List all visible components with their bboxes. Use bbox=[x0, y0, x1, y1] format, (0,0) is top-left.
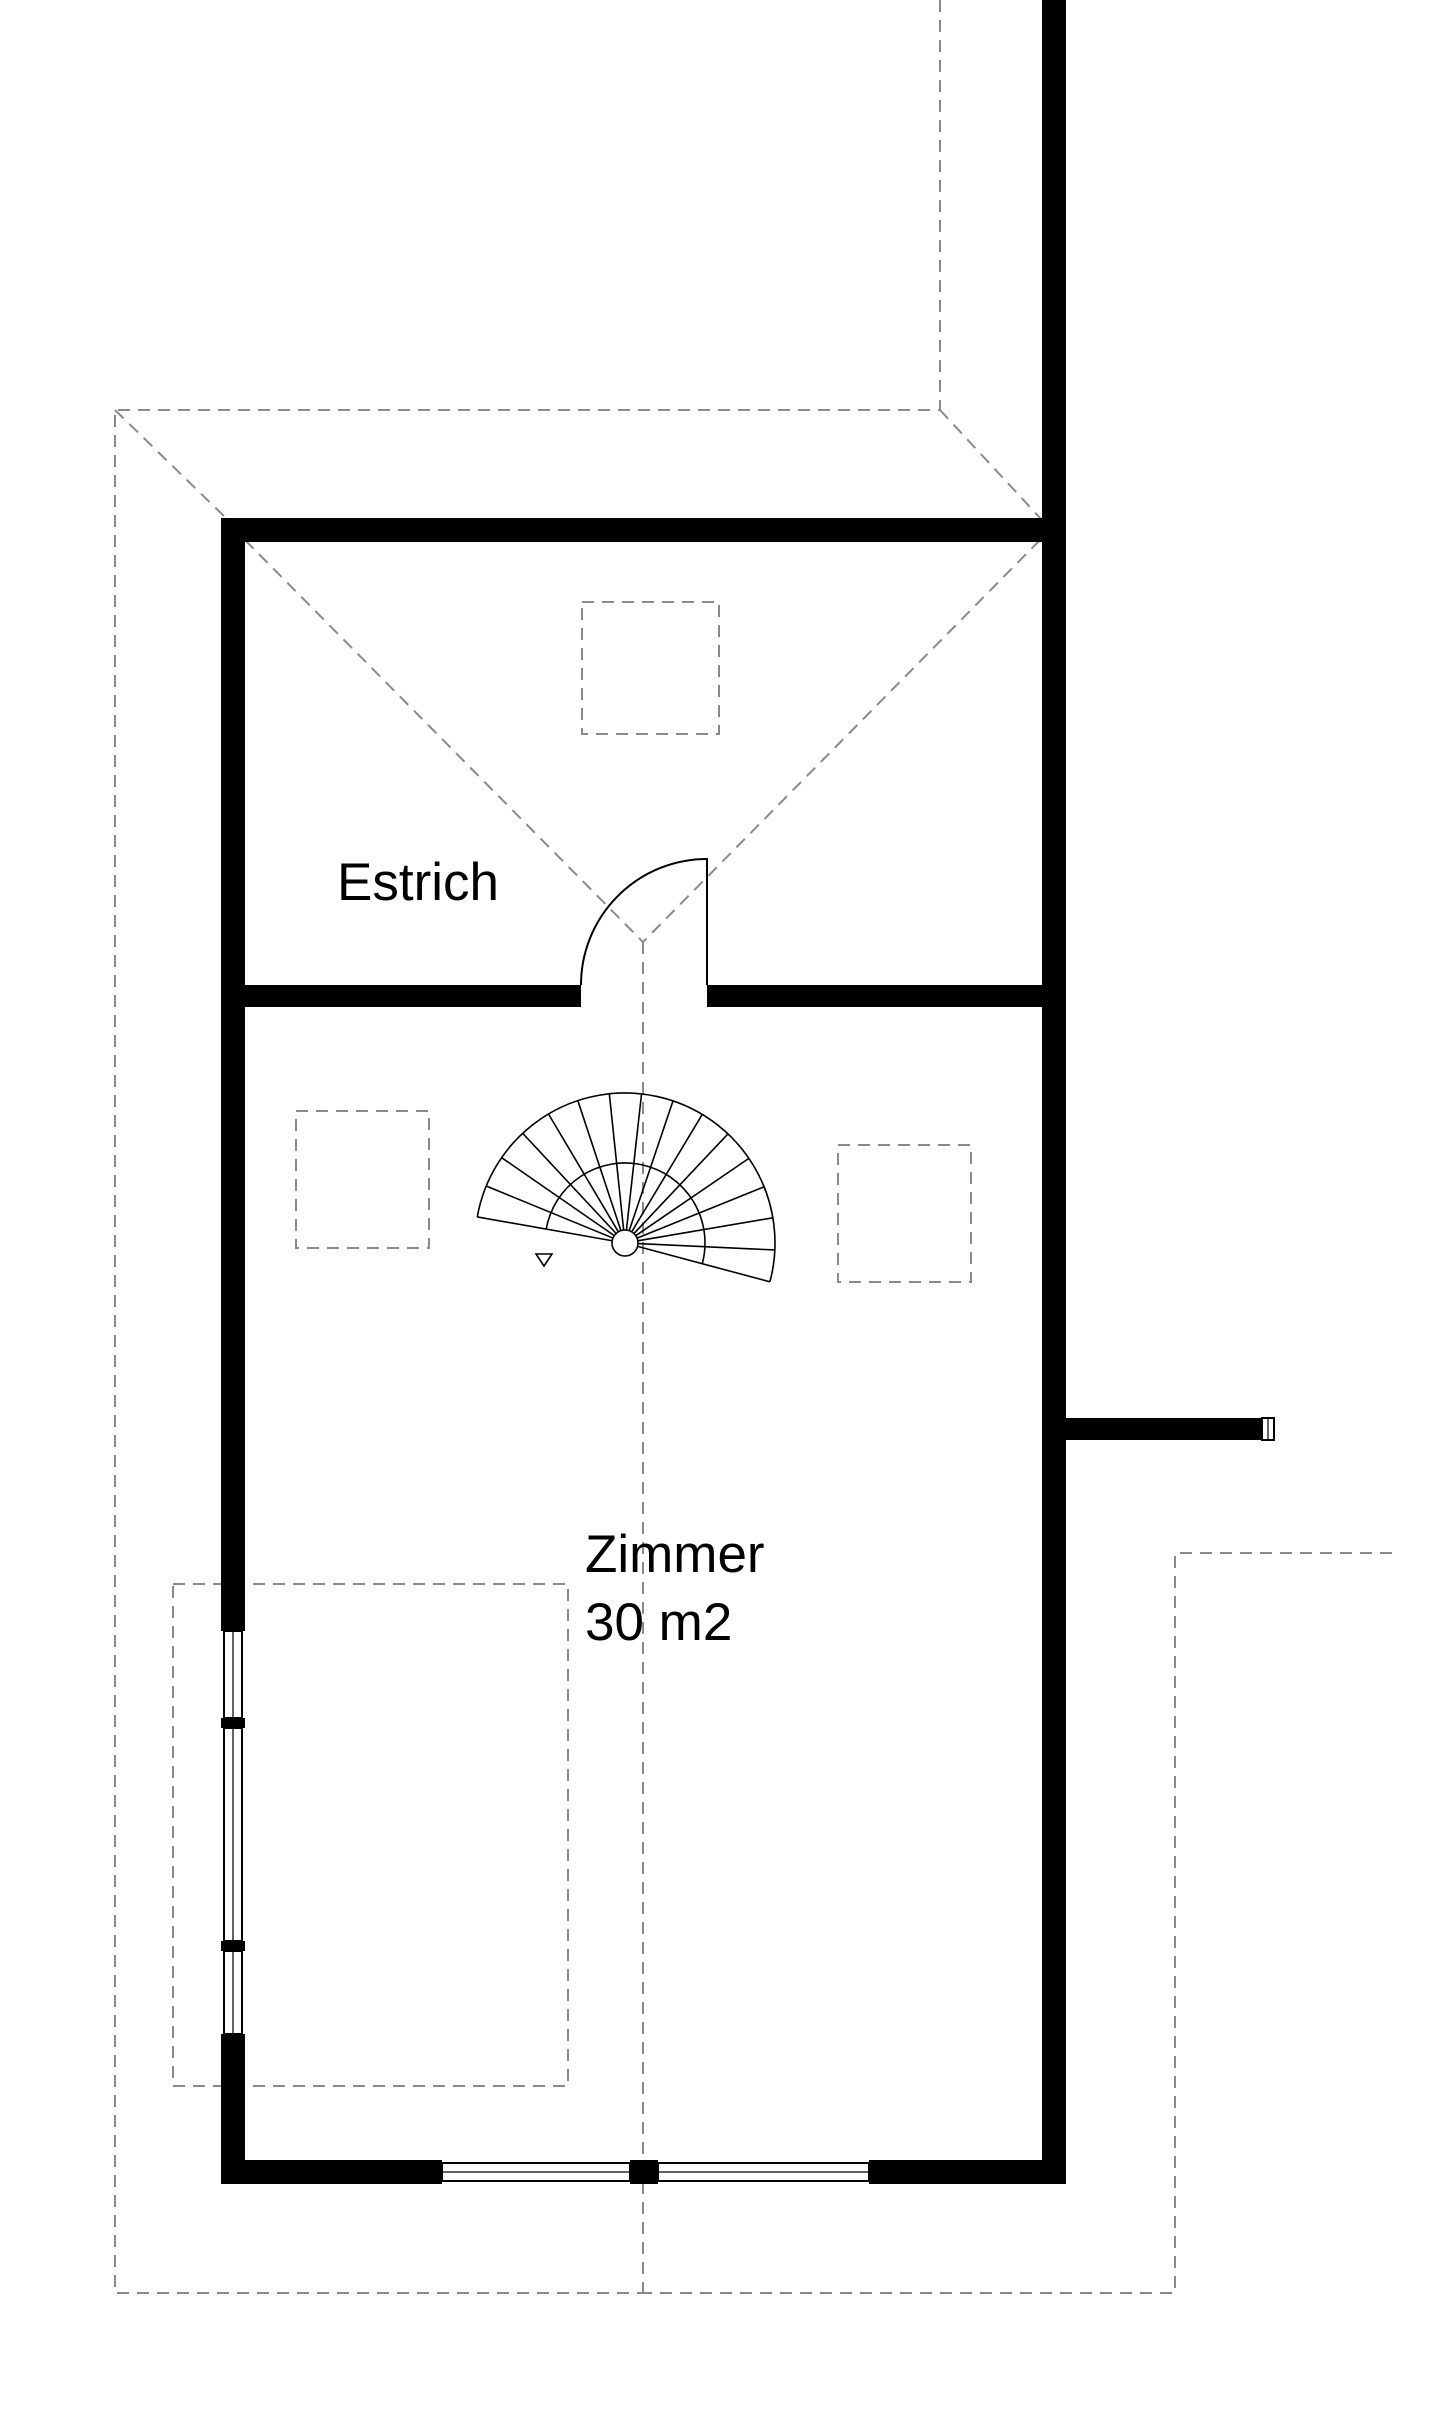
wall-bottom-left bbox=[221, 2160, 442, 2184]
roof-outline bbox=[114, 0, 1400, 2294]
stair-outer-arc bbox=[476, 1092, 776, 1283]
wall-bottom-mullion bbox=[630, 2160, 658, 2184]
wall-left-lower bbox=[221, 2034, 245, 2184]
stair-tread bbox=[631, 1114, 703, 1233]
roof-hip-line-left-corner bbox=[114, 409, 229, 521]
stair-tread bbox=[636, 1186, 765, 1239]
stair-tread bbox=[635, 1157, 750, 1237]
wall-partition-right bbox=[707, 985, 1066, 1007]
door-swing-arc bbox=[580, 858, 708, 986]
door-attic bbox=[580, 858, 708, 986]
wall-left-between-windows-1 bbox=[221, 1718, 245, 1728]
stair-tread bbox=[637, 1242, 775, 1251]
wall-right bbox=[1042, 518, 1066, 2184]
skylight-room-right bbox=[837, 1144, 972, 1283]
window-stub-end bbox=[1261, 1417, 1275, 1441]
stair-tread bbox=[637, 1245, 771, 1283]
window-left-3 bbox=[223, 1950, 243, 2035]
stair-tread bbox=[637, 1217, 774, 1242]
roof-hip-line-right bbox=[642, 539, 1041, 943]
wall-top bbox=[221, 518, 1066, 542]
wall-stub-exterior bbox=[1066, 1418, 1271, 1440]
stair-handrail-arc bbox=[545, 1162, 706, 1264]
windows bbox=[223, 1417, 1275, 2182]
stair-tread bbox=[547, 1113, 620, 1233]
window-left-1 bbox=[223, 1630, 243, 1719]
skylights bbox=[172, 601, 972, 2087]
roof-hip-line-right-corner bbox=[939, 409, 1043, 521]
stair-tread bbox=[628, 1100, 674, 1231]
stair-tread bbox=[477, 1216, 613, 1242]
room-label-estrich: Estrich bbox=[337, 853, 499, 912]
stair-tread bbox=[522, 1132, 617, 1235]
roof-overhang-right bbox=[640, 1552, 1400, 2294]
skylight-attic bbox=[581, 601, 720, 735]
wall-partition-left bbox=[221, 985, 581, 1007]
stair-tread bbox=[577, 1100, 622, 1231]
room-area-zimmer: 30 m2 bbox=[585, 1593, 732, 1652]
wall-left-upper bbox=[221, 518, 245, 1631]
room-label-zimmer: Zimmer bbox=[585, 1525, 765, 1584]
stair-tread bbox=[501, 1157, 615, 1237]
roof-hip-line-left bbox=[244, 539, 644, 943]
window-bottom-left bbox=[441, 2162, 631, 2182]
wall-bottom-right bbox=[869, 2160, 1066, 2184]
wall-left-between-windows-2 bbox=[221, 1941, 245, 1951]
walls bbox=[221, 0, 1271, 2184]
spiral-staircase bbox=[476, 1092, 776, 1283]
stair-treads bbox=[476, 1092, 776, 1283]
window-left-2 bbox=[223, 1727, 243, 1942]
window-bottom-right bbox=[657, 2162, 870, 2182]
wall-exterior-right-upper bbox=[1042, 0, 1066, 542]
stair-tread bbox=[633, 1133, 729, 1235]
stair-center-post bbox=[611, 1229, 639, 1257]
dormer-outline bbox=[172, 1583, 569, 2087]
skylight-room-left bbox=[295, 1110, 430, 1249]
stair-tread bbox=[608, 1093, 625, 1231]
stair-tread bbox=[625, 1093, 643, 1231]
stair-tread bbox=[485, 1185, 614, 1239]
stair-direction-arrow-icon bbox=[534, 1253, 554, 1268]
